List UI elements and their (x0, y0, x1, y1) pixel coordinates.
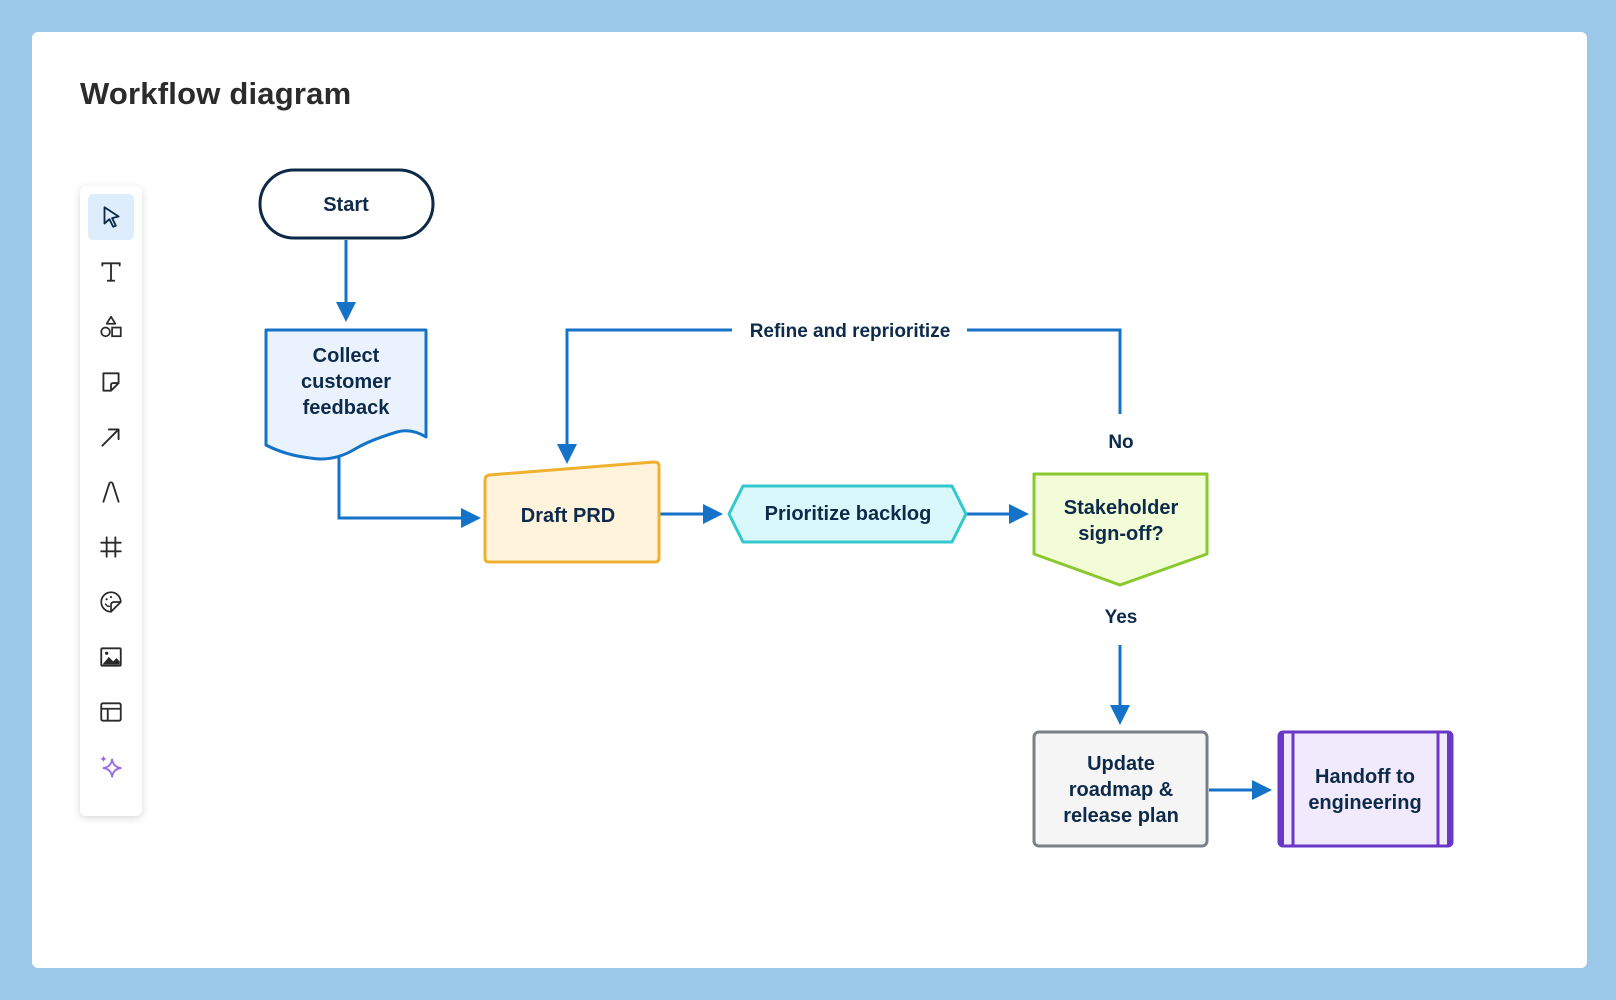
draft-prd-manual-input[interactable] (483, 460, 661, 564)
update-label-line-3: release plan (1063, 805, 1179, 827)
arrowhead (336, 302, 356, 322)
frame-hash-icon (100, 536, 122, 558)
signoff-label-line-1: Stakeholder (1064, 497, 1179, 519)
sticky-note-tool[interactable] (88, 359, 134, 405)
connector-refine-draft[interactable] (565, 328, 732, 445)
prioritize-label: Prioritize backlog (765, 503, 932, 525)
edge-label-no: No (1108, 432, 1133, 453)
tool-palette (80, 186, 142, 816)
page-title: Workflow diagram (80, 76, 352, 111)
handoff-left-edge (1279, 732, 1284, 846)
pen-tool[interactable] (88, 469, 134, 515)
sticker-tool[interactable] (88, 579, 134, 625)
update-label-line-2: roadmap & (1069, 779, 1173, 801)
arrowhead (1252, 780, 1272, 800)
update-label-line-1: Update (1087, 753, 1155, 775)
arrowhead (1110, 705, 1130, 725)
arrowhead (461, 508, 481, 528)
edge-label-yes: Yes (1105, 607, 1138, 628)
edge-label-refine: Refine and reprioritize (750, 321, 951, 342)
cursor-arrow-icon (103, 206, 120, 228)
text-tool[interactable] (88, 249, 134, 295)
connectors (337, 240, 1252, 792)
shapes-icon (100, 315, 122, 338)
arrowhead (557, 444, 577, 464)
arrow-diagonal-icon (101, 428, 120, 447)
start-label: Start (323, 194, 369, 216)
connector-signoff-no[interactable] (967, 328, 1122, 414)
handoff-right-edge (1447, 732, 1452, 846)
sticky-note-icon (102, 372, 120, 392)
draft-label: Draft PRD (521, 505, 615, 527)
pen-nib-icon (102, 481, 120, 503)
template-tool[interactable] (88, 689, 134, 735)
sticker-smile-icon (100, 591, 122, 613)
handoff-label-line-1: Handoff to (1315, 766, 1415, 788)
handoff-subprocess-bars (1291, 732, 1440, 846)
collect-label-line-3: feedback (303, 397, 391, 419)
signoff-label-line-2: sign-off? (1078, 523, 1164, 545)
arrowheads (336, 302, 1272, 800)
stakeholder-signoff-decision[interactable] (1032, 472, 1209, 587)
arrowhead (703, 504, 723, 524)
text-t-icon (101, 262, 121, 282)
start-terminator[interactable] (258, 168, 435, 240)
layout-template-icon (100, 702, 122, 722)
collect-label-line-1: Collect (313, 345, 380, 367)
update-roadmap-process[interactable] (1032, 730, 1209, 848)
collect-label-line-2: customer (301, 371, 391, 393)
connector-tool[interactable] (88, 414, 134, 460)
ai-assist-tool[interactable] (88, 744, 134, 790)
prioritize-backlog-preparation[interactable] (727, 484, 968, 544)
select-tool[interactable] (88, 194, 134, 240)
collect-feedback-document[interactable] (264, 328, 428, 461)
handoff-subprocess[interactable] (1277, 730, 1454, 848)
shapes-tool[interactable] (88, 304, 134, 350)
connector-collect-draft[interactable] (337, 452, 462, 520)
frame-tool[interactable] (88, 524, 134, 570)
image-icon (100, 647, 122, 667)
sparkle-icon (100, 755, 122, 778)
image-tool[interactable] (88, 634, 134, 680)
arrowhead (1009, 504, 1029, 524)
handoff-label-line-2: engineering (1308, 792, 1421, 814)
